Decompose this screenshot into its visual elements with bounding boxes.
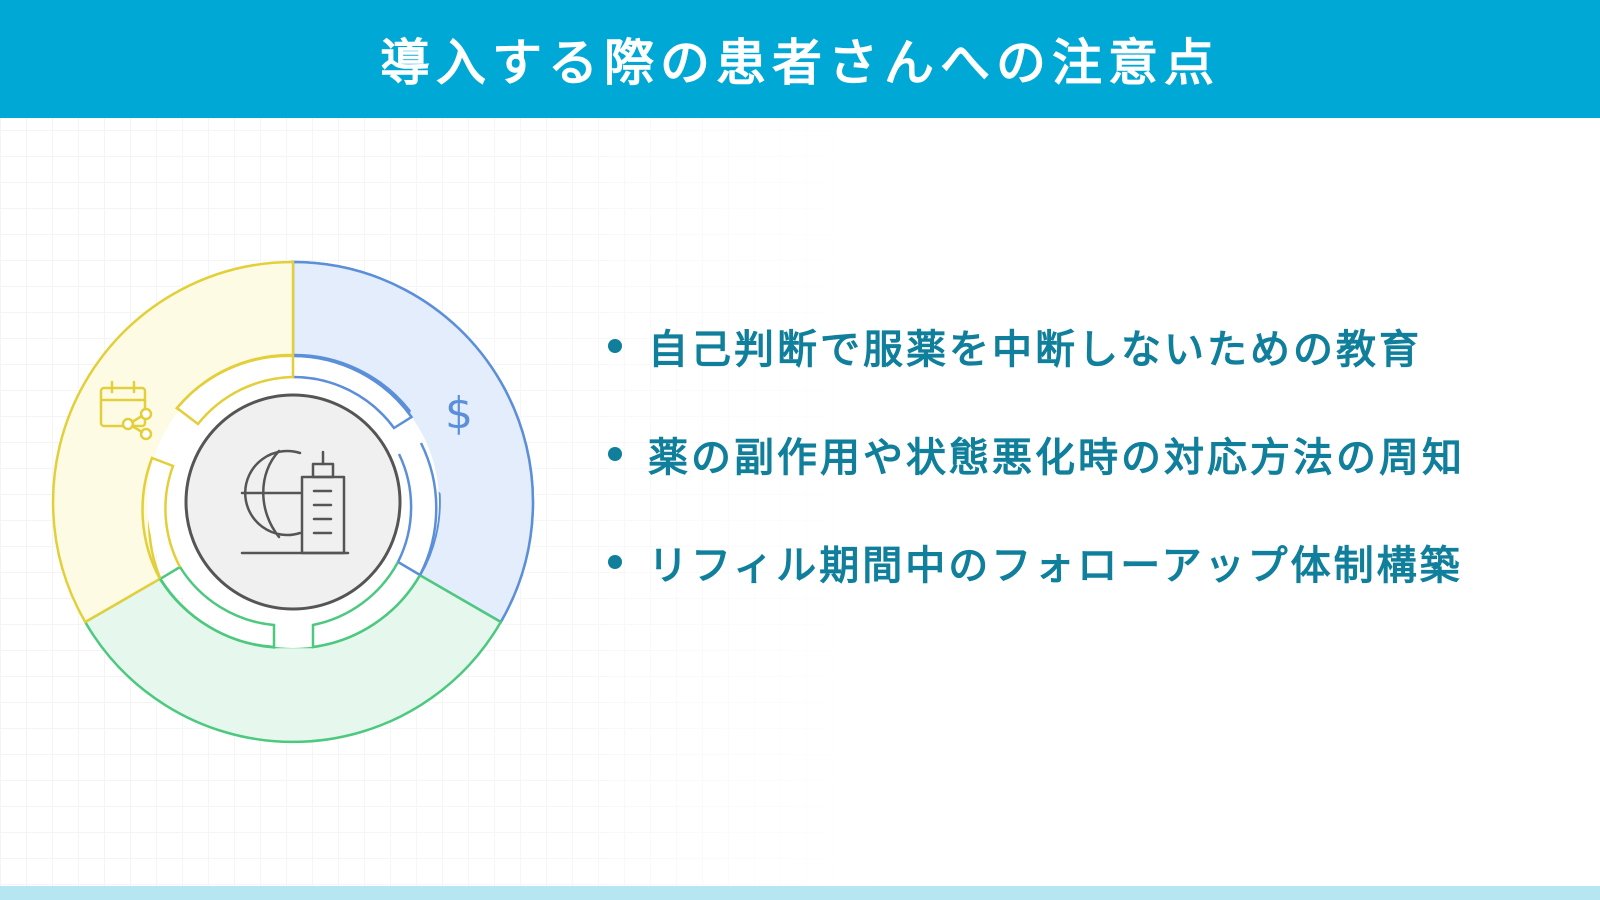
bullet-text: 自己判断で服薬を中断しないための教育 [648,327,1422,373]
cycle-diagram-svg: $ [51,260,535,744]
center-hub [184,393,402,611]
calendar-share-icon [99,380,153,441]
inner-arc-green-2 [158,565,276,649]
cycle-diagram: $ [0,118,600,886]
page-title: 導入する際の患者さんへの注意点 [380,34,1220,92]
inner-arc-green [311,561,422,649]
bullet-dot [608,339,622,353]
header-banner: 導入する際の患者さんへの注意点 [0,0,1600,118]
inner-arc-yellow [141,456,182,580]
bullet-dot [608,555,622,569]
dollar-icon: $ [445,388,473,439]
bullet-text: リフィル期間中のフォローアップ体制構築 [648,543,1463,589]
inner-arc-blue [292,354,414,430]
bullet-dot [608,447,622,461]
footer-bar [0,886,1600,900]
list-item: 薬の副作用や状態悪化時の対応方法の周知 [608,400,1588,508]
globe-building-icon [240,449,350,555]
inner-arc-yellow-2 [175,354,295,426]
list-item: リフィル期間中のフォローアップ体制構築 [608,508,1588,616]
list-item: 自己判断で服薬を中断しないための教育 [608,292,1588,400]
bullet-list: 自己判断で服薬を中断しないための教育 薬の副作用や状態悪化時の対応方法の周知 リ… [608,292,1588,616]
bullet-text: 薬の副作用や状態悪化時の対応方法の周知 [648,435,1465,481]
